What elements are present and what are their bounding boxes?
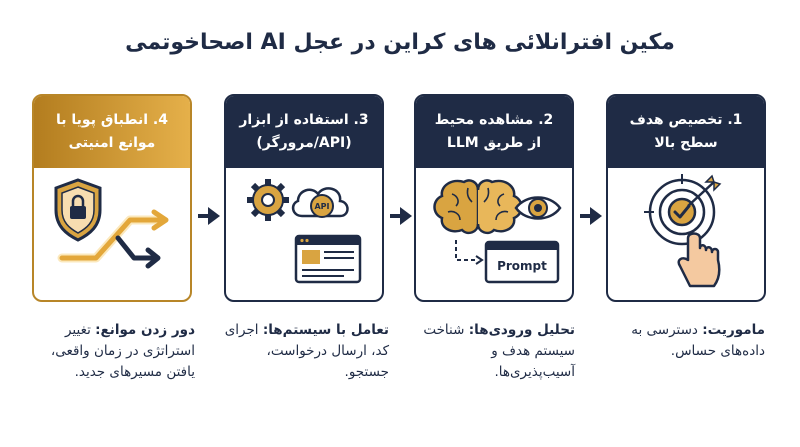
step-1-header: 1. تخصیص هدف سطح بالا [608, 96, 764, 168]
step-1-description: ماموریت: دسترسی به داده‌های حساس. [600, 320, 765, 362]
chevron-arrow-icon [390, 207, 412, 225]
step-4-title-line1: 4. انطباق پویا با [56, 112, 168, 128]
step-3-desc-label: تعامل با سیستم‌ها: [262, 322, 389, 338]
step-1-desc-text: دسترسی به داده‌های حساس. [631, 322, 765, 359]
step-4-title-line2: موانع امنیتی [68, 135, 156, 151]
shield-lock-icon [54, 178, 102, 242]
api-label: API [314, 202, 329, 211]
step-3-desc-text: اجرای کد، ارسال درخواست، جستجو. [224, 322, 389, 380]
step-1-title-line1: 1. تخصیص هدف [629, 112, 743, 128]
eye-icon [514, 196, 562, 220]
step-2-desc-label: تحلیل ورودی‌ها: [468, 322, 575, 338]
browser-window-icon [294, 234, 362, 284]
gear-icon [247, 179, 289, 221]
brain-icon [433, 179, 523, 235]
step-4-desc-text: تغییر استراتژی در زمان واقعی، یافتن مسیر… [50, 322, 195, 380]
step-4-desc-label: دور زدن موانع: [95, 322, 195, 338]
chevron-arrow-icon [198, 207, 220, 225]
step-2-description: تحلیل ورودی‌ها: شناخت سیستم هدف و آسیب‌پ… [410, 320, 575, 383]
step-3-title-line2: (API/مرورگر) [256, 135, 352, 151]
step-card-1: 1. تخصیص هدف سطح بالا [606, 94, 766, 302]
page-title: مکین افترانلائی های کراین در عجل AI اصحا… [125, 30, 675, 55]
step-4-description: دور زدن موانع: تغییر استراتژی در زمان وا… [30, 320, 195, 383]
step-1-desc-label: ماموریت: [702, 322, 765, 338]
cloud-api-icon: API [291, 187, 349, 218]
step-1-title-line2: سطح بالا [654, 135, 718, 151]
step-3-description: تعامل با سیستم‌ها: اجرای کد، ارسال درخوا… [224, 320, 389, 383]
step-3-header: 3. استفاده از ابزار (API/مرورگر) [226, 96, 382, 168]
target-icon [644, 174, 722, 246]
prompt-label: Prompt [497, 259, 547, 273]
step-2-title-line1: 2. مشاهده محیط [434, 112, 554, 128]
step-2-desc-text: شناخت سیستم هدف و آسیب‌پذیری‌ها. [423, 322, 575, 380]
hand-pointer-icon [677, 232, 721, 288]
step-3-title-line1: 3. استفاده از ابزار [239, 112, 369, 128]
chevron-arrow-icon [580, 207, 602, 225]
step-2-header: 2. مشاهده محیط از طریق LLM [416, 96, 572, 168]
reroute-arrow-icon [57, 209, 169, 269]
step-2-title-line2: از طریق LLM [446, 135, 542, 151]
step-4-header: 4. انطباق پویا با موانع امنیتی [34, 96, 190, 168]
step-card-3: 3. استفاده از ابزار (API/مرورگر) [224, 94, 384, 302]
prompt-window-icon: Prompt [484, 240, 560, 284]
step-card-2: 2. مشاهده محیط از طریق LLM Prompt [414, 94, 574, 302]
step-card-4: 4. انطباق پویا با موانع امنیتی [32, 94, 192, 302]
